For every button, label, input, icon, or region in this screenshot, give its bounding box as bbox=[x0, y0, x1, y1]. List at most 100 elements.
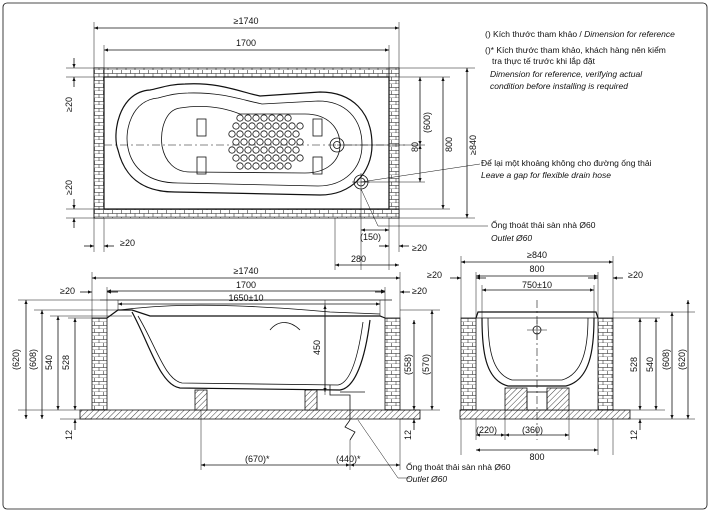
anti-slip-dot bbox=[244, 114, 252, 122]
anti-slip-dot bbox=[276, 162, 284, 170]
plan-tub-inner-bowl bbox=[126, 92, 363, 187]
side-dim-h12: 12 bbox=[629, 430, 639, 440]
anti-slip-dot bbox=[296, 122, 304, 130]
anti-slip-dot bbox=[284, 114, 292, 122]
legend-star-vi-1: ()* Kích thước tham khảo, khách hàng nên… bbox=[485, 45, 666, 55]
note-outlet-front-en: Outlet Ø60 bbox=[406, 474, 447, 484]
side-wall-left bbox=[460, 317, 477, 411]
anti-slip-dot bbox=[252, 146, 260, 154]
front-bowl bbox=[131, 311, 371, 391]
front-rim bbox=[106, 309, 386, 319]
anti-slip-dot bbox=[252, 114, 260, 122]
anti-slip-dot bbox=[284, 130, 292, 138]
legend-star-en-1: Dimension for reference, verifying actua… bbox=[490, 69, 643, 79]
legend-ref-vi: () Kích thước tham khảo / bbox=[485, 29, 584, 39]
legend-star-vi-2: tra thực tế trước khi lắp đặt bbox=[492, 56, 596, 66]
side-dim-360: (360) bbox=[522, 425, 543, 435]
anti-slip-dot bbox=[272, 138, 280, 146]
front-dim-overall: ≥1740 bbox=[234, 266, 259, 276]
anti-slip-dot bbox=[260, 114, 268, 122]
anti-slip-dot bbox=[292, 146, 300, 154]
anti-slip-dot bbox=[272, 122, 280, 130]
anti-slip-dot bbox=[268, 114, 276, 122]
anti-slip-dot bbox=[244, 162, 252, 170]
side-floor bbox=[459, 409, 631, 420]
front-dim-h558: (558) bbox=[403, 354, 413, 375]
front-dim-h12-right: 12 bbox=[403, 430, 413, 440]
anti-slip-dot bbox=[288, 138, 296, 146]
front-drain-pipe bbox=[329, 385, 351, 420]
anti-slip-dot bbox=[248, 138, 256, 146]
anti-slip-dot bbox=[244, 146, 252, 154]
svg-text:() Kích thước tham khảo / Dime: () Kích thước tham khảo / Dimension for … bbox=[485, 29, 675, 39]
side-dim-gap-left: ≥20 bbox=[427, 270, 442, 280]
anti-slip-dot bbox=[292, 130, 300, 138]
anti-slip-dot bbox=[260, 130, 268, 138]
side-bowl bbox=[481, 317, 595, 387]
anti-slip-dot bbox=[280, 122, 288, 130]
side-dim-h608: (608) bbox=[661, 349, 671, 370]
note-outlet-plan-vi: Ống thoát thải sàn nhà Ø60 bbox=[491, 219, 596, 230]
plan-dim-gap-bottom: ≥20 bbox=[64, 180, 74, 195]
plan-dim-600: (600) bbox=[422, 112, 432, 133]
anti-slip-dot bbox=[232, 138, 240, 146]
plan-tub-outer-bowl bbox=[115, 83, 373, 196]
anti-slip-dot bbox=[260, 162, 268, 170]
anti-slip-dot bbox=[272, 154, 280, 162]
plan-dim-gap-top: ≥20 bbox=[64, 97, 74, 112]
plan-armrest-3 bbox=[312, 118, 323, 137]
plan-dim-gap-right: ≥20 bbox=[412, 243, 427, 253]
anti-slip-dot bbox=[240, 138, 248, 146]
front-dim-h570: (570) bbox=[421, 354, 431, 375]
anti-slip-dot bbox=[228, 130, 236, 138]
anti-slip-dot bbox=[256, 122, 264, 130]
plan-anti-slip-dots bbox=[228, 114, 304, 170]
plan-wall-right bbox=[388, 67, 400, 219]
front-dim-gap-left: ≥20 bbox=[60, 286, 75, 296]
legend-ref-en: Dimension for reference bbox=[584, 29, 675, 39]
side-foot-left bbox=[504, 387, 528, 411]
front-dim-440: (440)* bbox=[336, 454, 361, 464]
anti-slip-dot bbox=[260, 146, 268, 154]
anti-slip-dot bbox=[244, 130, 252, 138]
anti-slip-dot bbox=[252, 130, 260, 138]
plan-tub-rim bbox=[103, 76, 390, 210]
note-outlet-front-vi: Ống thoát thải sàn nhà Ø60 bbox=[406, 461, 511, 472]
anti-slip-dot bbox=[236, 146, 244, 154]
plan-dim-150: (150) bbox=[360, 232, 381, 242]
anti-slip-dot bbox=[228, 146, 236, 154]
anti-slip-dot bbox=[240, 154, 248, 162]
anti-slip-dot bbox=[232, 122, 240, 130]
anti-slip-dot bbox=[248, 154, 256, 162]
plan-dim-gap-left: ≥20 bbox=[120, 238, 135, 248]
anti-slip-dot bbox=[236, 114, 244, 122]
plan-view: ≥1740 1700 ≥20 ≥20 ≥20 ≥20 (150) 280 bbox=[64, 16, 488, 270]
anti-slip-dot bbox=[276, 130, 284, 138]
plan-wall-bottom bbox=[93, 208, 400, 219]
anti-slip-dot bbox=[248, 122, 256, 130]
anti-slip-dot bbox=[284, 162, 292, 170]
anti-slip-dot bbox=[240, 122, 248, 130]
plan-dim-overall: ≥1740 bbox=[234, 16, 259, 26]
anti-slip-dot bbox=[264, 122, 272, 130]
plan-armrest-2 bbox=[196, 156, 207, 175]
anti-slip-dot bbox=[296, 154, 304, 162]
plan-dim-length: 1700 bbox=[236, 38, 256, 48]
front-dim-h12-left: 12 bbox=[64, 430, 74, 440]
side-dim-h528: 528 bbox=[629, 357, 639, 372]
anti-slip-dot bbox=[264, 138, 272, 146]
plan-wall-top bbox=[93, 67, 400, 78]
front-foot-left bbox=[194, 389, 208, 411]
anti-slip-dot bbox=[252, 162, 260, 170]
front-dim-h620: (620) bbox=[11, 349, 21, 370]
anti-slip-dot bbox=[288, 154, 296, 162]
front-dim-h608: (608) bbox=[28, 349, 38, 370]
side-dim-inner: 750±10 bbox=[522, 280, 552, 290]
anti-slip-dot bbox=[280, 138, 288, 146]
side-wall-right bbox=[597, 317, 614, 411]
anti-slip-dot bbox=[296, 138, 304, 146]
front-dim-h528: 528 bbox=[61, 355, 71, 370]
anti-slip-dot bbox=[236, 162, 244, 170]
